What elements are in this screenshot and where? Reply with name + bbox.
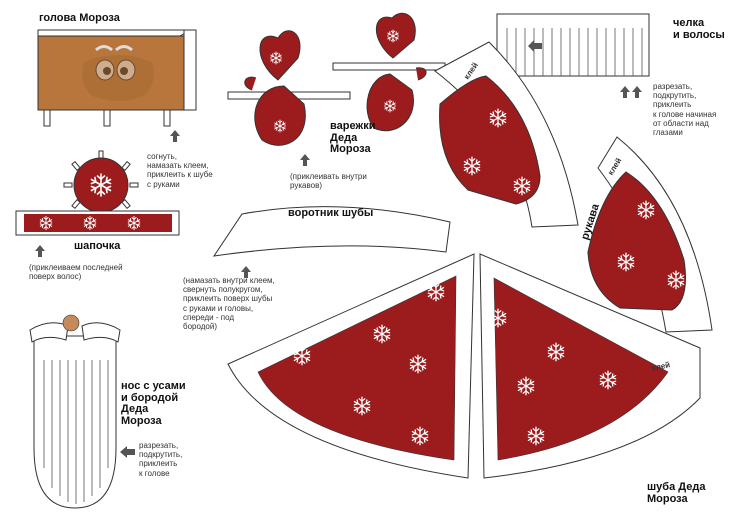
arrow-up-icon (300, 154, 310, 166)
collar-template (212, 206, 451, 257)
arrow-up-icon (170, 130, 180, 142)
nose-icon (62, 314, 80, 332)
head-template (37, 29, 197, 127)
arrow-up-icon (620, 86, 642, 98)
head-title: голова Мороза (39, 12, 120, 24)
beard-note: разрезать, подкрутить, приклеить к голов… (139, 441, 183, 478)
hat-title: шапочка (74, 240, 121, 252)
coat-template (227, 253, 475, 479)
hat-template (15, 150, 180, 236)
mittens-title: варежки Деда Мороза (330, 120, 376, 156)
beard-template (29, 314, 121, 509)
coat-template (479, 253, 701, 479)
sleeve-template (587, 136, 713, 333)
collar-note: (намазать внутри клеем, свернуть полукру… (183, 276, 275, 331)
beard-title: нос с усами и бородой Деда Мороза (121, 380, 186, 427)
hair-note: разрезать, подкрутить, приклеить к голов… (653, 82, 717, 137)
coat-title: шуба Деда Мороза (647, 481, 706, 505)
hair-fringe-template (496, 13, 650, 77)
hair-title: челка и волосы (673, 17, 725, 41)
arrow-left-icon (120, 446, 135, 458)
sleeve-template (434, 41, 579, 228)
collar-title: воротник шубы (288, 207, 374, 219)
mittens-note: (приклеивать внутри рукавов) (290, 172, 367, 191)
mittens-template (227, 12, 446, 146)
head-note: согнуть, намазать клеем, приклеить к шуб… (147, 152, 213, 189)
arrow-up-icon (35, 245, 45, 257)
hat-note: (приклеиваем последней поверх волос) (29, 263, 123, 282)
arrow-left-icon (528, 40, 542, 52)
